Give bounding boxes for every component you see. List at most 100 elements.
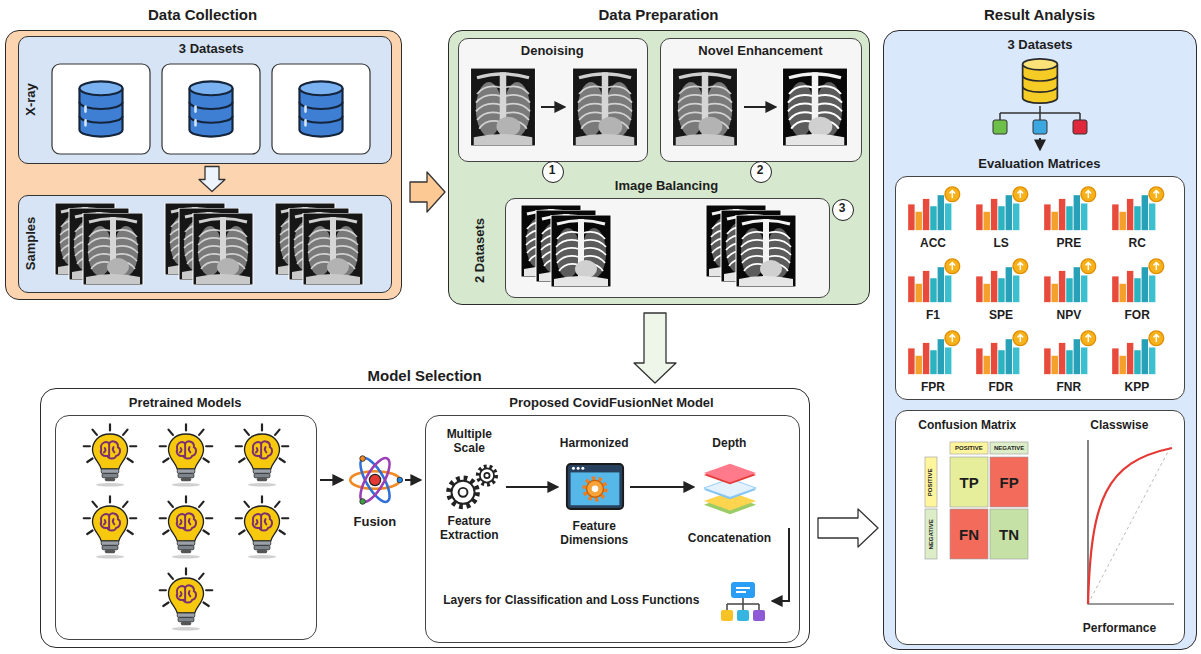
- text-slot: Feature Dimensions: [549, 520, 639, 548]
- icon-caption: 3 Datasets: [1008, 38, 1073, 53]
- text-slot: Data Preparation: [599, 6, 719, 23]
- text-slot: NEGATIVE: [994, 445, 1024, 452]
- metric-chart: [976, 187, 1028, 230]
- results-box: Confusion MatrixClasswisePerformance: [895, 410, 1185, 645]
- confusion-matrix: [925, 509, 937, 559]
- fusion-icon: [320, 479, 342, 481]
- xray-image: [573, 68, 638, 146]
- xray-stack: [193, 213, 253, 285]
- dataset-tree: [1000, 106, 1080, 120]
- model-stage-icon: [773, 528, 789, 601]
- pretrained-model-icon: [84, 424, 289, 630]
- model-stage-icon: [506, 486, 557, 488]
- pretrained-model-icon: [236, 496, 289, 558]
- database-icon: [79, 81, 122, 136]
- dataset-frame: [52, 64, 370, 154]
- confusion-matrix: [950, 442, 988, 454]
- text-slot: Feature Extraction: [429, 515, 509, 543]
- text-slot: RC: [1129, 237, 1146, 251]
- xray-stack: [83, 213, 143, 285]
- text-slot: NPV: [1057, 309, 1082, 323]
- metric-chart: [976, 259, 1028, 302]
- text-slot: Classwise: [1090, 419, 1148, 433]
- text-slot: 2 Datasets: [473, 217, 488, 282]
- callout-circle: 1: [542, 161, 564, 183]
- box-title: Confusion Matrix: [918, 419, 1016, 433]
- pretrained-model-icon: [84, 424, 137, 486]
- box-title: 3 Datasets: [179, 42, 244, 57]
- fusion-icon: [405, 479, 420, 481]
- box-title: Denoising: [521, 44, 584, 59]
- box-title: Proposed CovidFusionNet Model: [509, 396, 713, 411]
- side-label: X-ray: [24, 83, 39, 116]
- panel-title: Data Collection: [148, 6, 257, 23]
- text-slot: FDR: [989, 381, 1014, 395]
- flow-arrow: [818, 509, 878, 547]
- box-title: Pretrained Models: [129, 396, 242, 411]
- confusion-matrix: [925, 457, 937, 507]
- text-slot: POSITIVE: [955, 445, 983, 452]
- flow-arrow: [634, 313, 676, 383]
- metric-chart: [1112, 259, 1164, 302]
- pretrained-model-icon: [236, 424, 289, 486]
- text-slot: NEGATIVE: [928, 519, 935, 549]
- metric-chart: [908, 187, 960, 230]
- text-slot: 1: [549, 164, 556, 178]
- text-slot: FOR: [1125, 309, 1150, 323]
- metric-label: LS: [994, 237, 1009, 251]
- xray-stack: [55, 203, 363, 285]
- text-slot: Layers for Classification and Loss Funct…: [431, 594, 711, 608]
- matrix-header: POSITIVE: [955, 445, 983, 452]
- metric-chart: [1044, 259, 1096, 302]
- text-slot: Denoising: [521, 44, 584, 59]
- confusion-matrix: [925, 442, 1028, 559]
- confusion-matrix: [990, 457, 1028, 507]
- text-slot: Image Balancing: [615, 179, 718, 194]
- xray-image: [673, 68, 738, 146]
- callout-number: 1: [549, 164, 556, 178]
- roc-curve: [1088, 440, 1174, 604]
- text-slot: Pretrained Models: [129, 396, 242, 411]
- metric-label: FOR: [1125, 309, 1150, 323]
- metric-label: NPV: [1057, 309, 1082, 323]
- xray-image: [471, 68, 536, 146]
- pretrained-model-icon: [160, 568, 213, 630]
- text-slot: Evaluation Matrices: [978, 157, 1100, 172]
- model-stage-icon: [704, 464, 756, 514]
- text-slot: FNR: [1057, 381, 1082, 395]
- step-label: Feature Extraction: [429, 515, 509, 543]
- box-title: Novel Enhancement: [698, 44, 822, 59]
- icon-caption: Fusion: [354, 515, 397, 530]
- model-stage-icon: [449, 467, 496, 507]
- dataset-frame: [162, 64, 260, 154]
- text-slot: Novel Enhancement: [698, 44, 822, 59]
- metric-chart: [1112, 187, 1164, 230]
- database-icon: [79, 81, 342, 136]
- matrix-cell: FP: [1000, 474, 1019, 491]
- dataset-tree: [1073, 120, 1087, 134]
- metric-chart: [908, 187, 1164, 374]
- step-label: Layers for Classification and Loss Funct…: [431, 594, 711, 608]
- matrix-header: NEGATIVE: [994, 445, 1024, 452]
- dataset-tree: [993, 120, 1007, 134]
- xray-stack: [303, 213, 363, 285]
- confusion-matrix: [950, 509, 988, 559]
- text-slot: 3 Datasets: [179, 42, 244, 57]
- step-label: Feature Dimensions: [549, 520, 639, 548]
- model-stage-icon: [721, 582, 765, 621]
- text-slot: FN: [959, 526, 979, 543]
- pretrained-model-icon: [84, 496, 137, 558]
- callout-number: 3: [839, 202, 846, 216]
- text-slot: Multiple Scale: [434, 428, 504, 456]
- metric-chart: [1044, 187, 1096, 230]
- metric-label: RC: [1129, 237, 1146, 251]
- step-label: Harmonized: [560, 437, 629, 451]
- text-slot: Harmonized: [560, 437, 629, 451]
- metric-chart: [908, 259, 960, 302]
- metric-label: PRE: [1057, 237, 1082, 251]
- text-slot: X-ray: [24, 83, 39, 116]
